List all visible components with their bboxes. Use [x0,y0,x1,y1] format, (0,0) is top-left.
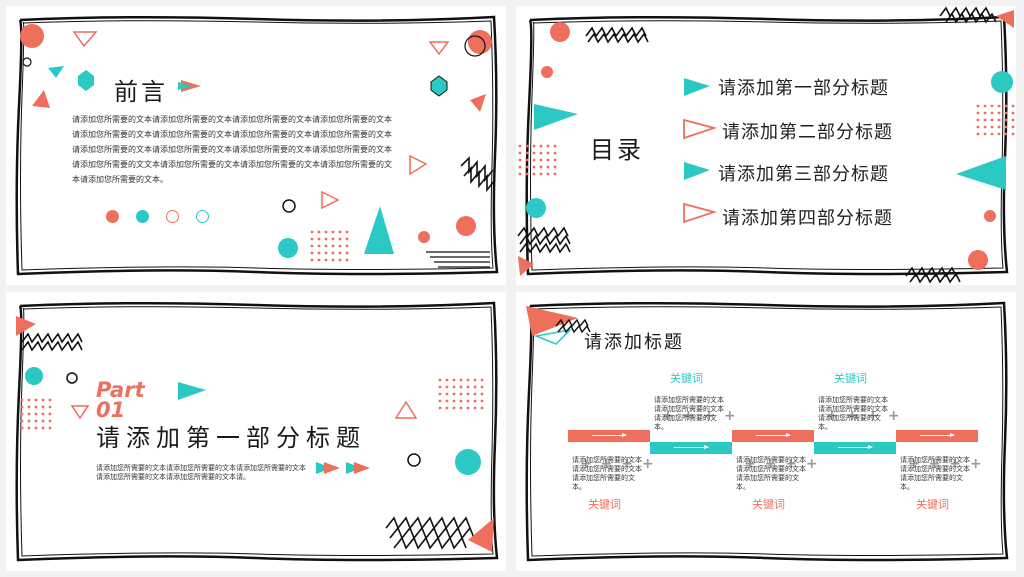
arrow-right-icon [592,433,627,437]
process-step-text: 请添加您所需要的文本请添加您所需要的文本请添加您所需要的文本。 [654,396,724,431]
arrow-right-icon [674,445,709,449]
plus-icons: + + + + [826,408,902,424]
slide-preface[interactable]: 前言 请添加您所需要的文本请添加您所需要的文本请添加您所需要的文本请添加您所需要… [6,6,506,285]
process-step-keyword: 关键词 [916,498,949,511]
process-step-bar [650,442,732,454]
preface-title: 前言 [114,78,168,106]
plus-icons: + + + + [662,408,738,424]
process-step-bar [814,442,896,454]
preface-dots [106,208,210,227]
process-step-bar [732,430,814,442]
part-body: 请添加您所需要的文本请添加您所需要的文本请添加您所需要的文本请添加您所需要的文本… [96,464,306,481]
process-decorations [525,301,1009,562]
process-step-keyword: 关键词 [670,372,703,385]
process-step-keyword: 关键词 [834,372,867,385]
process-title: 请添加标题 [584,332,684,353]
process-step-bar [896,430,978,442]
slide-contents[interactable]: 目录 请添加第一部分标题 请添加第二部分标题 请添加第三部分标题 请添加第四部分… [516,6,1016,285]
contents-item-2[interactable]: 请添加第二部分标题 [722,122,893,143]
process-step-text: 请添加您所需要的文本请添加您所需要的文本请添加您所需要的文本。 [736,456,806,491]
part-title: 请添加第一部分标题 [96,424,366,452]
arrow-right-icon [756,433,791,437]
process-step-text: 请添加您所需要的文本请添加您所需要的文本请添加您所需要的文本。 [900,456,970,491]
process-step-text: 请添加您所需要的文本请添加您所需要的文本请添加您所需要的文本。 [818,396,888,431]
plus-icons: + + + + [744,456,820,472]
slide-process[interactable]: 请添加标题 + + + +关键词请添加您所需要的文本请添加您所需要的文本请添加您… [516,292,1016,571]
contents-decorations [517,6,1015,284]
contents-item-4[interactable]: 请添加第四部分标题 [722,208,893,229]
part-number: 01 [96,398,126,422]
slide-part-one[interactable]: Part 01 请添加第一部分标题 请添加您所需要的文本请添加您所需要的文本请添… [6,292,506,571]
arrow-right-icon [920,433,955,437]
process-step-keyword: 关键词 [588,498,621,511]
contents-title: 目录 [590,136,644,164]
plus-icons: + + + + [908,456,984,472]
process-step-bar [568,430,650,442]
process-step-keyword: 关键词 [752,498,785,511]
preface-decorations [15,15,499,276]
contents-item-1[interactable]: 请添加第一部分标题 [718,78,889,99]
plus-icons: + + + + [580,456,656,472]
arrow-right-icon [838,445,873,449]
part-decorations [15,301,499,562]
contents-item-3[interactable]: 请添加第三部分标题 [718,164,889,185]
part-word: Part [96,378,145,402]
process-step-text: 请添加您所需要的文本请添加您所需要的文本请添加您所需要的文本。 [572,456,642,491]
part-label: Part 01 [96,378,145,422]
preface-body: 请添加您所需要的文本请添加您所需要的文本请添加您所需要的文本请添加您所需要的文本… [72,115,392,184]
